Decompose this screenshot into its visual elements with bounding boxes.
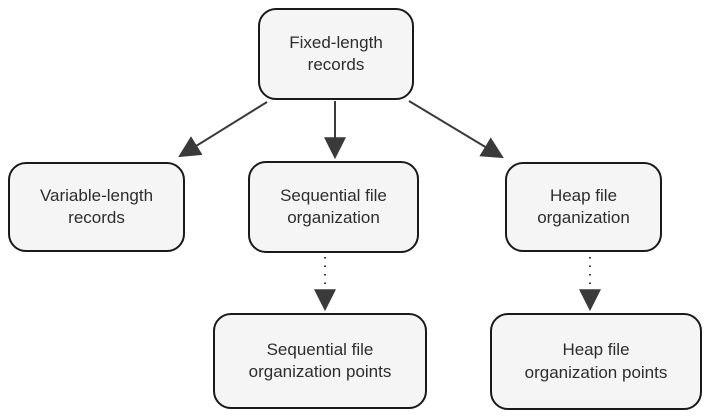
edge-fixed-to-variable [178, 101, 268, 158]
node-label: Heap file organization [537, 185, 630, 227]
node-label: Sequential file organization [280, 185, 387, 227]
edge-fixed-to-heap [408, 100, 504, 159]
node-sequential-file-organization: Sequential file organization [248, 161, 419, 253]
node-variable-length-records: Variable-length records [8, 162, 185, 252]
node-label: Fixed-length records [289, 32, 383, 74]
node-label: Sequential file organization points [248, 339, 392, 381]
node-heap-file-organization-points: Heap file organization points [490, 313, 702, 410]
node-heap-file-organization: Heap file organization [505, 162, 662, 252]
node-sequential-file-organization-points: Sequential file organization points [213, 313, 427, 409]
node-fixed-length-records: Fixed-length records [258, 8, 414, 100]
node-label: Variable-length records [39, 185, 154, 227]
node-label: Heap file organization points [524, 340, 668, 382]
